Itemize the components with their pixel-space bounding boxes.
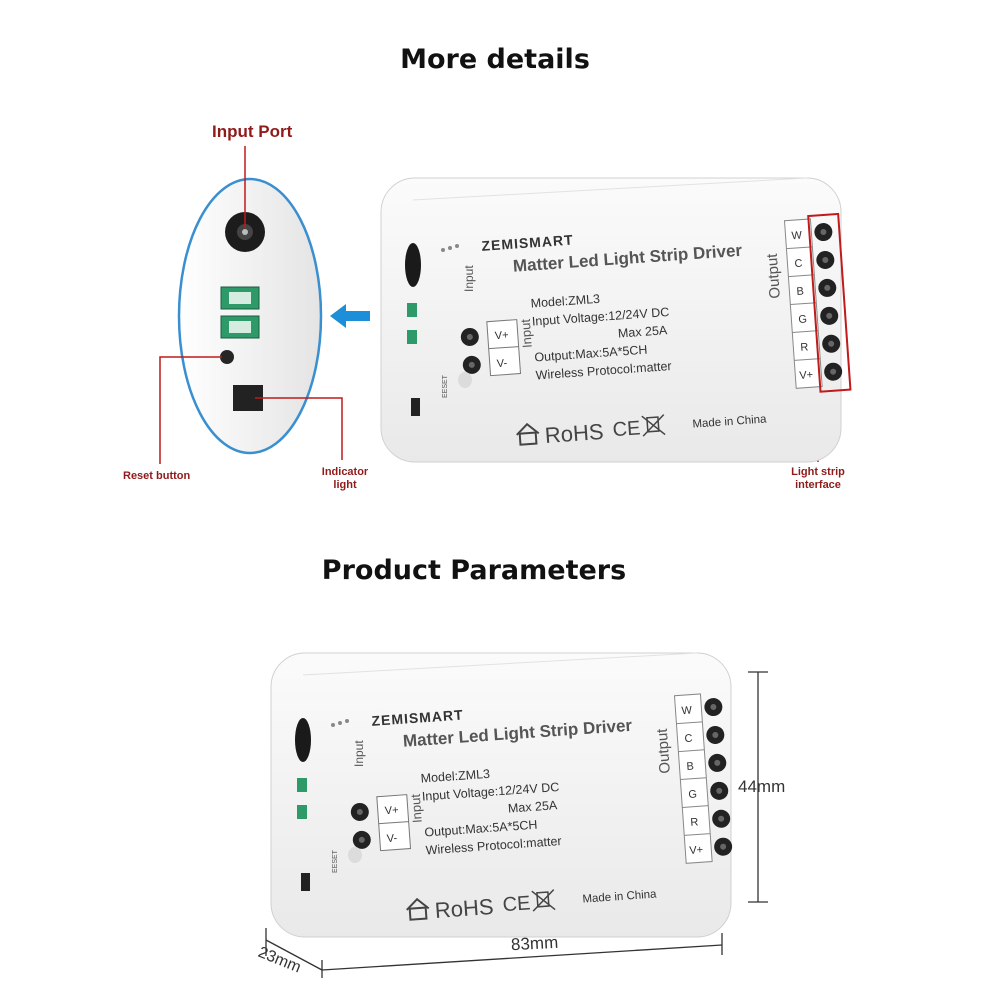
reset-hole-icon	[220, 350, 234, 364]
indicator-label-line2: light	[333, 479, 357, 491]
max-current-text-2: Max 25A	[507, 798, 558, 815]
made-in-text-2: Made in China	[582, 888, 657, 905]
indicator-side-icon	[458, 372, 472, 388]
side-slot-icon-2	[301, 873, 310, 891]
rohs-mark: RoHS	[544, 419, 604, 448]
output-rot-label: Output	[764, 252, 784, 299]
svg-text:G: G	[688, 788, 697, 801]
svg-text:B: B	[796, 286, 804, 298]
side-terminal-icon	[407, 303, 417, 344]
dc-jack-icon	[225, 212, 265, 252]
side-dots-icon-2	[331, 719, 349, 727]
light-strip-interface-label: Light strip interface	[780, 466, 856, 492]
svg-text:V-: V-	[386, 832, 398, 845]
side-slot-icon	[411, 398, 420, 416]
house-icon	[516, 422, 540, 446]
arrow-left-icon	[330, 304, 370, 328]
dimension-width-label: 83mm	[510, 932, 559, 955]
strip-label-line2: interface	[795, 479, 841, 491]
reset-side-label-2: EESET	[332, 849, 339, 873]
ce-mark: CE	[612, 417, 641, 441]
svg-text:V+: V+	[494, 329, 509, 342]
svg-text:V+: V+	[689, 844, 704, 857]
model-text-2: Model:ZML3	[420, 767, 490, 786]
input-rot-label: Input	[518, 318, 535, 348]
svg-text:V+: V+	[384, 804, 399, 817]
side-input-label: Input	[462, 265, 476, 292]
dimension-height-label: 44mm	[738, 777, 786, 796]
brand-logo: ZEMISMART	[481, 232, 574, 254]
section-heading-more-details: More details	[400, 44, 590, 75]
svg-text:R: R	[690, 816, 699, 829]
max-current-text: Max 25A	[617, 323, 668, 340]
input-terminal-box: V+ V-	[486, 319, 522, 377]
svg-text:R: R	[800, 341, 809, 354]
input-terminal-box-2: V+ V-	[376, 794, 412, 852]
rohs-mark-2: RoHS	[434, 894, 494, 923]
input-rot-label-2: Input	[408, 793, 425, 823]
dimension-lines	[265, 671, 768, 978]
output-screws-2	[704, 698, 733, 856]
section-heading-product-parameters: Product Parameters	[321, 555, 627, 586]
input-screws-2	[350, 802, 371, 849]
output-terminal-box-2: W C B G R V+	[673, 693, 713, 864]
svg-text:V+: V+	[799, 369, 814, 382]
brand-logo-2: ZEMISMART	[371, 707, 464, 729]
model-text: Model:ZML3	[530, 292, 600, 311]
indicator-label-line1: Indicator	[321, 466, 369, 478]
strip-label-line1: Light strip	[791, 466, 845, 478]
strip-interface-highlight	[807, 212, 852, 393]
svg-text:B: B	[686, 761, 694, 773]
svg-text:W: W	[791, 230, 803, 243]
weee-bin-icon-2	[531, 889, 556, 912]
reset-side-label: EESET	[442, 374, 449, 398]
terminal-block-icon	[220, 286, 260, 339]
device-image-top: ZEMISMART Matter Led Light Strip Driver …	[380, 177, 852, 463]
side-terminal-icon-2	[297, 778, 307, 819]
svg-text:G: G	[798, 313, 807, 326]
svg-text:C: C	[684, 733, 693, 746]
indicator-side-icon-2	[348, 847, 362, 863]
svg-text:W: W	[681, 705, 693, 718]
dc-jack-side-icon-2	[295, 718, 311, 762]
output-terminal-box: W C B G R V+	[783, 218, 823, 389]
reset-button-label: Reset button	[123, 470, 191, 482]
output-rot-label-2: Output	[654, 727, 674, 774]
input-screws	[460, 327, 481, 374]
house-icon-2	[406, 897, 430, 921]
weee-bin-icon	[641, 414, 666, 437]
svg-text:C: C	[794, 258, 803, 271]
input-port-label: Input Port	[212, 122, 293, 141]
side-view-oval	[177, 177, 323, 455]
device-image-bottom: ZEMISMART Matter Led Light Strip Driver …	[270, 652, 733, 938]
side-dots-icon	[441, 244, 459, 252]
output-screws	[814, 223, 843, 381]
side-input-label-2: Input	[352, 740, 366, 767]
dc-jack-side-icon	[405, 243, 421, 287]
indicator-light-label: Indicator light	[310, 466, 380, 492]
ce-mark-2: CE	[502, 892, 531, 916]
made-in-text: Made in China	[692, 413, 767, 430]
svg-text:V-: V-	[496, 357, 508, 370]
